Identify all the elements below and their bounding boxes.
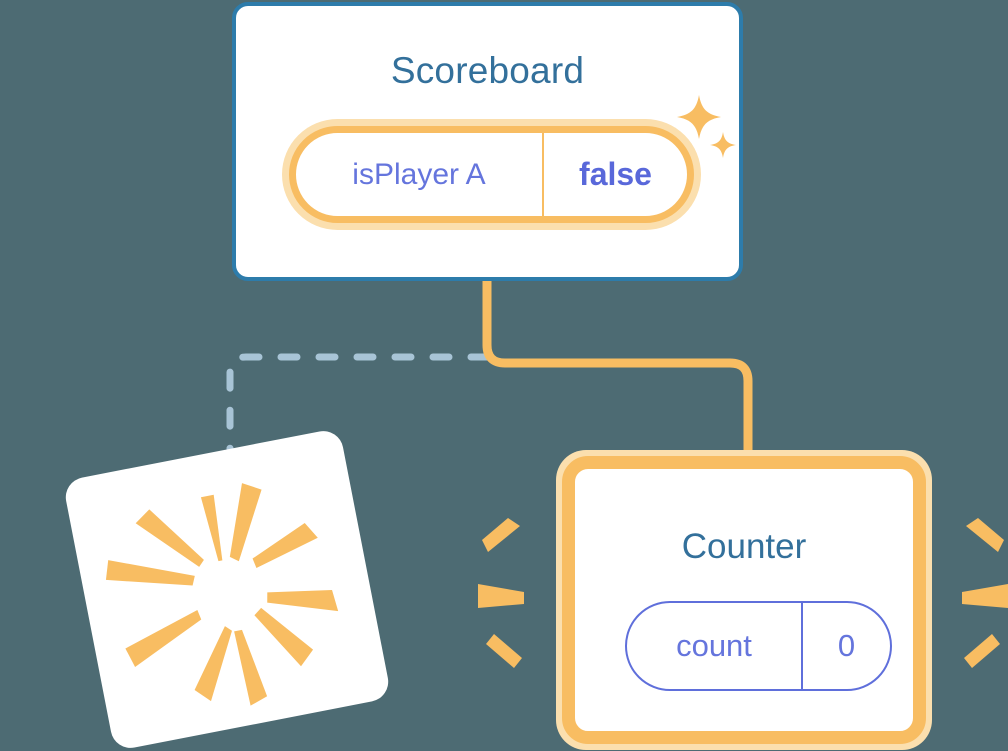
counter-burst-right: [938, 504, 1008, 680]
scoreboard-state-value: false: [579, 156, 652, 192]
scoreboard-title: Scoreboard: [390, 50, 585, 91]
blank-card[interactable]: [62, 427, 392, 751]
counter-title: Counter: [681, 527, 807, 566]
sparkle-large-icon: [676, 94, 722, 140]
scoreboard-state-key: isPlayer A: [296, 133, 544, 216]
counter-card[interactable]: Counter count 0: [556, 450, 932, 750]
counter-state-key: count: [627, 603, 803, 689]
scoreboard-card[interactable]: Scoreboard isPlayer A false: [232, 2, 743, 281]
counter-burst-left: [472, 504, 548, 680]
connector-solid-scoreboard-to-counter: [482, 281, 753, 470]
scoreboard-state-pill[interactable]: isPlayer A false: [282, 119, 701, 230]
counter-state-pill[interactable]: count 0: [625, 601, 892, 691]
sparkle-small-icon: [709, 131, 737, 159]
blank-card-burst-rays: [105, 483, 339, 706]
counter-state-value: 0: [837, 628, 856, 663]
